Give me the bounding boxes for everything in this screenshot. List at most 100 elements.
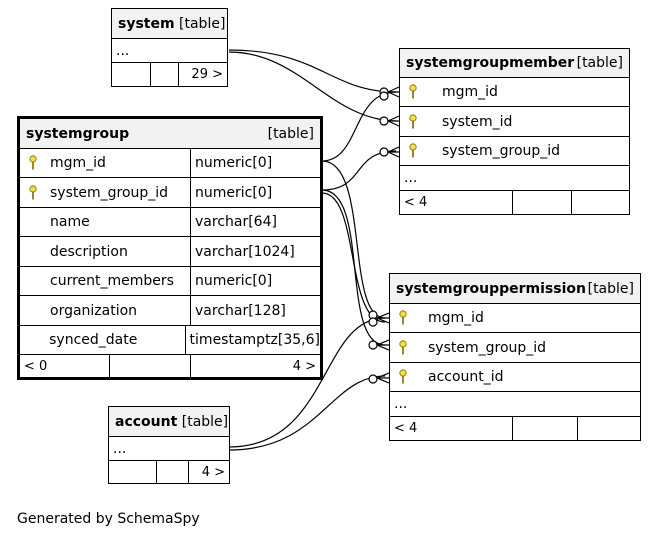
key-icon (20, 178, 46, 207)
key-icon (400, 107, 426, 136)
table-systemgrouppermission[interactable]: systemgrouppermission [table] mgm_id sys… (389, 273, 641, 441)
table-header: system [table] (112, 9, 227, 39)
column-type: numeric[0] (190, 178, 320, 207)
table-systemgroupmember[interactable]: systemgroupmember [table] mgm_id system_… (399, 48, 630, 215)
column-type: varchar[1024] (190, 237, 320, 266)
crowfoot-sgp-mgm (368, 310, 390, 327)
crowfoot-sgp-sgid (368, 339, 390, 351)
column-name: description (50, 243, 128, 260)
table-name: systemgrouppermission (396, 280, 586, 297)
crowfoot-sgm-mgm (379, 86, 400, 101)
table-systemgroup[interactable]: systemgroup [table] mgm_id numeric[0] sy… (17, 116, 323, 380)
footer-right[interactable]: 29 > (178, 63, 227, 86)
edge-system-to-systemgroupmember (228, 51, 397, 122)
footer-left (112, 63, 150, 86)
table-kind: [table] (179, 15, 226, 32)
table-account[interactable]: account [table] ... 4 > (108, 406, 230, 484)
ellipsis-row: ... (400, 166, 629, 191)
column-name: synced_date (49, 332, 138, 348)
key-icon (400, 137, 426, 165)
key-icon (390, 333, 416, 362)
column-name: mgm_id (442, 84, 498, 100)
table-system[interactable]: system [table] ... 29 > (111, 8, 228, 87)
table-kind: [table] (181, 413, 229, 430)
table-name: systemgroup (26, 125, 130, 142)
footer-mid (150, 63, 178, 86)
ellipsis: ... (116, 42, 130, 59)
table-header: systemgroup [table] (20, 119, 320, 149)
column-row: system_group_id numeric[0] (20, 178, 320, 208)
key-icon (390, 363, 416, 391)
column-name: account_id (428, 369, 504, 385)
column-row: system_id (400, 107, 629, 137)
column-type: varchar[128] (190, 296, 320, 325)
table-kind: [table] (576, 55, 623, 71)
table-header: systemgroupmember [table] (400, 49, 629, 78)
edge-account-to-systemgrouppermission-2 (228, 317, 386, 448)
table-name: systemgroupmember (406, 55, 575, 71)
ellipsis: ... (113, 440, 127, 457)
column-row: system_group_id (400, 137, 629, 166)
table-footer: 4 > (109, 461, 229, 483)
footer-left[interactable]: < 4 (404, 195, 428, 210)
footer-left (109, 461, 156, 483)
column-row: current_members numeric[0] (20, 267, 320, 296)
column-name: system_group_id (442, 143, 561, 159)
table-header: account [table] (109, 407, 229, 437)
table-kind: [table] (267, 125, 314, 142)
column-name: name (50, 214, 90, 230)
table-footer: < 0 4 > (20, 355, 320, 377)
column-row: mgm_id (400, 78, 629, 107)
column-name: mgm_id (428, 310, 484, 326)
column-row: description varchar[1024] (20, 237, 320, 267)
footer-left[interactable]: < 4 (394, 421, 418, 436)
crowfoot-sgm-system-id (379, 115, 400, 127)
column-type: numeric[0] (190, 267, 320, 295)
table-name: account (115, 413, 178, 430)
edge-account-to-systemgrouppermission (228, 375, 386, 451)
edge-systemgroup-sgid-to-systemgroupmember (321, 150, 397, 191)
ellipsis-row: ... (390, 392, 640, 417)
column-name: system_group_id (428, 339, 547, 356)
column-row: name varchar[64] (20, 208, 320, 237)
column-name: system_id (442, 113, 513, 130)
table-kind: [table] (587, 280, 634, 297)
crowfoot-sgp-account (368, 372, 390, 384)
footer-mid (512, 417, 577, 440)
footer-mid (109, 355, 190, 377)
key-icon (390, 304, 416, 332)
column-row: mgm_id (390, 304, 640, 333)
table-name: system (118, 15, 175, 32)
generated-by-label: Generated by SchemaSpy (17, 511, 200, 527)
key-icon (400, 78, 426, 106)
column-name: current_members (50, 273, 174, 289)
footer-right[interactable]: 4 > (190, 355, 320, 377)
footer-right[interactable]: 4 > (188, 461, 229, 483)
crowfoot-sgm-sgid (379, 146, 400, 158)
column-type: timestamptz[35,6] (184, 326, 320, 354)
table-footer: < 4 (390, 417, 640, 440)
column-row: synced_date timestamptz[35,6] (20, 326, 320, 355)
column-type: varchar[64] (190, 208, 320, 236)
column-row: account_id (390, 363, 640, 392)
column-name: mgm_id (50, 155, 106, 171)
ellipsis: ... (394, 396, 408, 412)
column-name: system_group_id (50, 184, 169, 201)
footer-mid (512, 191, 571, 214)
footer-mid (156, 461, 188, 483)
column-type: numeric[0] (190, 149, 320, 177)
ellipsis-row: ... (112, 39, 227, 63)
table-footer: < 4 (400, 191, 629, 214)
column-name: organization (50, 302, 138, 319)
edge-systemgroup-mgm-to-systemgroupmember-2 (228, 49, 397, 93)
footer-left[interactable]: < 0 (24, 358, 48, 374)
column-row: organization varchar[128] (20, 296, 320, 326)
key-icon (20, 149, 46, 177)
ellipsis-row: ... (109, 437, 229, 461)
edge-systemgroup-mgm-to-systemgrouppermission (321, 160, 386, 319)
column-row: mgm_id numeric[0] (20, 149, 320, 178)
table-footer: 29 > (112, 63, 227, 86)
ellipsis: ... (404, 170, 418, 186)
